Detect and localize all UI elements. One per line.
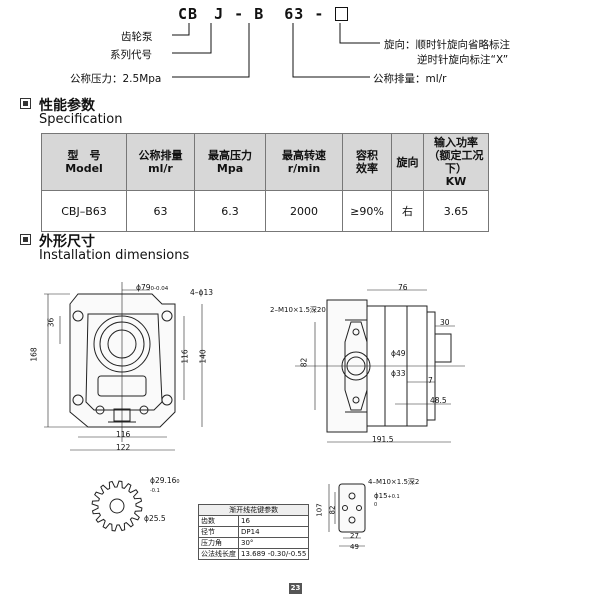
- front-view-drawing: [44, 282, 203, 451]
- td-rotation: 右: [391, 190, 424, 232]
- spline-drawing: [91, 480, 143, 532]
- th-efficiency: 容积效率: [342, 133, 392, 191]
- dim-front-122: 122: [116, 443, 131, 452]
- dim-flange-82: 82: [328, 505, 337, 515]
- td-efficiency: ≥90%: [342, 190, 392, 232]
- td-model: CBJ–B63: [41, 190, 127, 232]
- spline-table-title: 渐开线花键参数: [197, 504, 310, 516]
- dim-side-48-5: 48.5: [430, 396, 447, 405]
- dim-side-d49: ϕ49: [391, 349, 406, 358]
- spline-teeth-outline: [91, 480, 143, 532]
- dim-spline-d29-tol: 0 -0.1: [150, 479, 180, 494]
- section-bullet-icon-2: [20, 234, 31, 245]
- dim-front-d79: ϕ790-0.04: [136, 283, 169, 292]
- td-pressure: 6.3: [194, 190, 266, 232]
- flange-drawing: [328, 483, 366, 547]
- dim-side-thread: 2–M10×1.5深20: [270, 306, 326, 314]
- dim-spline-d29: ϕ29.160 -0.1: [150, 476, 180, 494]
- code-b: B: [254, 5, 265, 23]
- install-title-en: Installation dimensions: [39, 248, 190, 263]
- dim-side-82: 82: [299, 357, 309, 368]
- th-rotation: 旋向: [391, 133, 424, 191]
- label-rotation2: 逆时针旋向标注“X”: [417, 54, 509, 66]
- th-power: 输入功率（额定工况下）KW: [423, 133, 489, 191]
- model-code: CB J - B 63 -: [178, 5, 324, 23]
- dim-flange-d15-tol: +0.1 0: [374, 494, 400, 508]
- spec-title-en: Specification: [39, 112, 123, 127]
- section-bullet-icon: [20, 98, 31, 109]
- label-series: 系列代号: [110, 49, 152, 61]
- code-sep2: -: [314, 5, 325, 23]
- code-63: 63: [284, 5, 305, 23]
- dim-front-holes: 4–ϕ13: [190, 288, 214, 297]
- label-pressure: 公称压力：2.5Mpa: [70, 73, 162, 85]
- dim-flange-27: 27: [350, 532, 359, 540]
- dim-side-76: 76: [398, 283, 408, 292]
- dim-side-30: 30: [440, 318, 450, 327]
- td-power: 3.65: [423, 190, 489, 232]
- label-gear-pump: 齿轮泵: [121, 31, 153, 43]
- dim-front-116h: 116: [116, 430, 131, 439]
- td-speed: 2000: [265, 190, 343, 232]
- spec-title-cn: 性能参数: [39, 98, 95, 114]
- dim-side-d33: ϕ33: [391, 369, 406, 378]
- dim-side-7: 7: [428, 376, 433, 385]
- dim-flange-d15: ϕ15+0.1 0: [374, 492, 400, 508]
- spec-data-row: CBJ–B63 63 6.3 2000 ≥90% 右 3.65: [41, 190, 489, 232]
- code-sep: -: [234, 5, 245, 23]
- code-leader-lines: [172, 23, 380, 78]
- label-rotation: 旋向：顺时针旋向省略标注: [384, 39, 510, 51]
- dim-front-140: 140: [198, 349, 208, 364]
- dim-flange-thread: 4–M10×1.5深2: [368, 478, 420, 486]
- dim-front-168: 168: [29, 347, 39, 362]
- side-view-drawing: [295, 289, 465, 443]
- dim-front-116v: 116: [180, 349, 190, 364]
- code-j: J: [214, 5, 225, 23]
- label-displacement: 公称排量：ml/r: [373, 73, 447, 85]
- td-displacement: 63: [126, 190, 195, 232]
- dim-front-d79-tol-bot: -0.04: [154, 286, 169, 292]
- code-box: [335, 7, 348, 21]
- dim-flange-107: 107: [315, 503, 324, 517]
- dim-flange-49: 49: [350, 543, 359, 551]
- code-cb: CB: [178, 5, 199, 23]
- page-number: 23: [289, 583, 302, 594]
- dim-spline-d25: ϕ25.5: [144, 514, 166, 523]
- dim-front-36: 36: [46, 317, 56, 328]
- install-title-cn: 外形尺寸: [39, 234, 95, 250]
- dim-front-d79-tol-top: 0: [150, 286, 155, 292]
- dim-side-191-5: 191.5: [372, 435, 394, 444]
